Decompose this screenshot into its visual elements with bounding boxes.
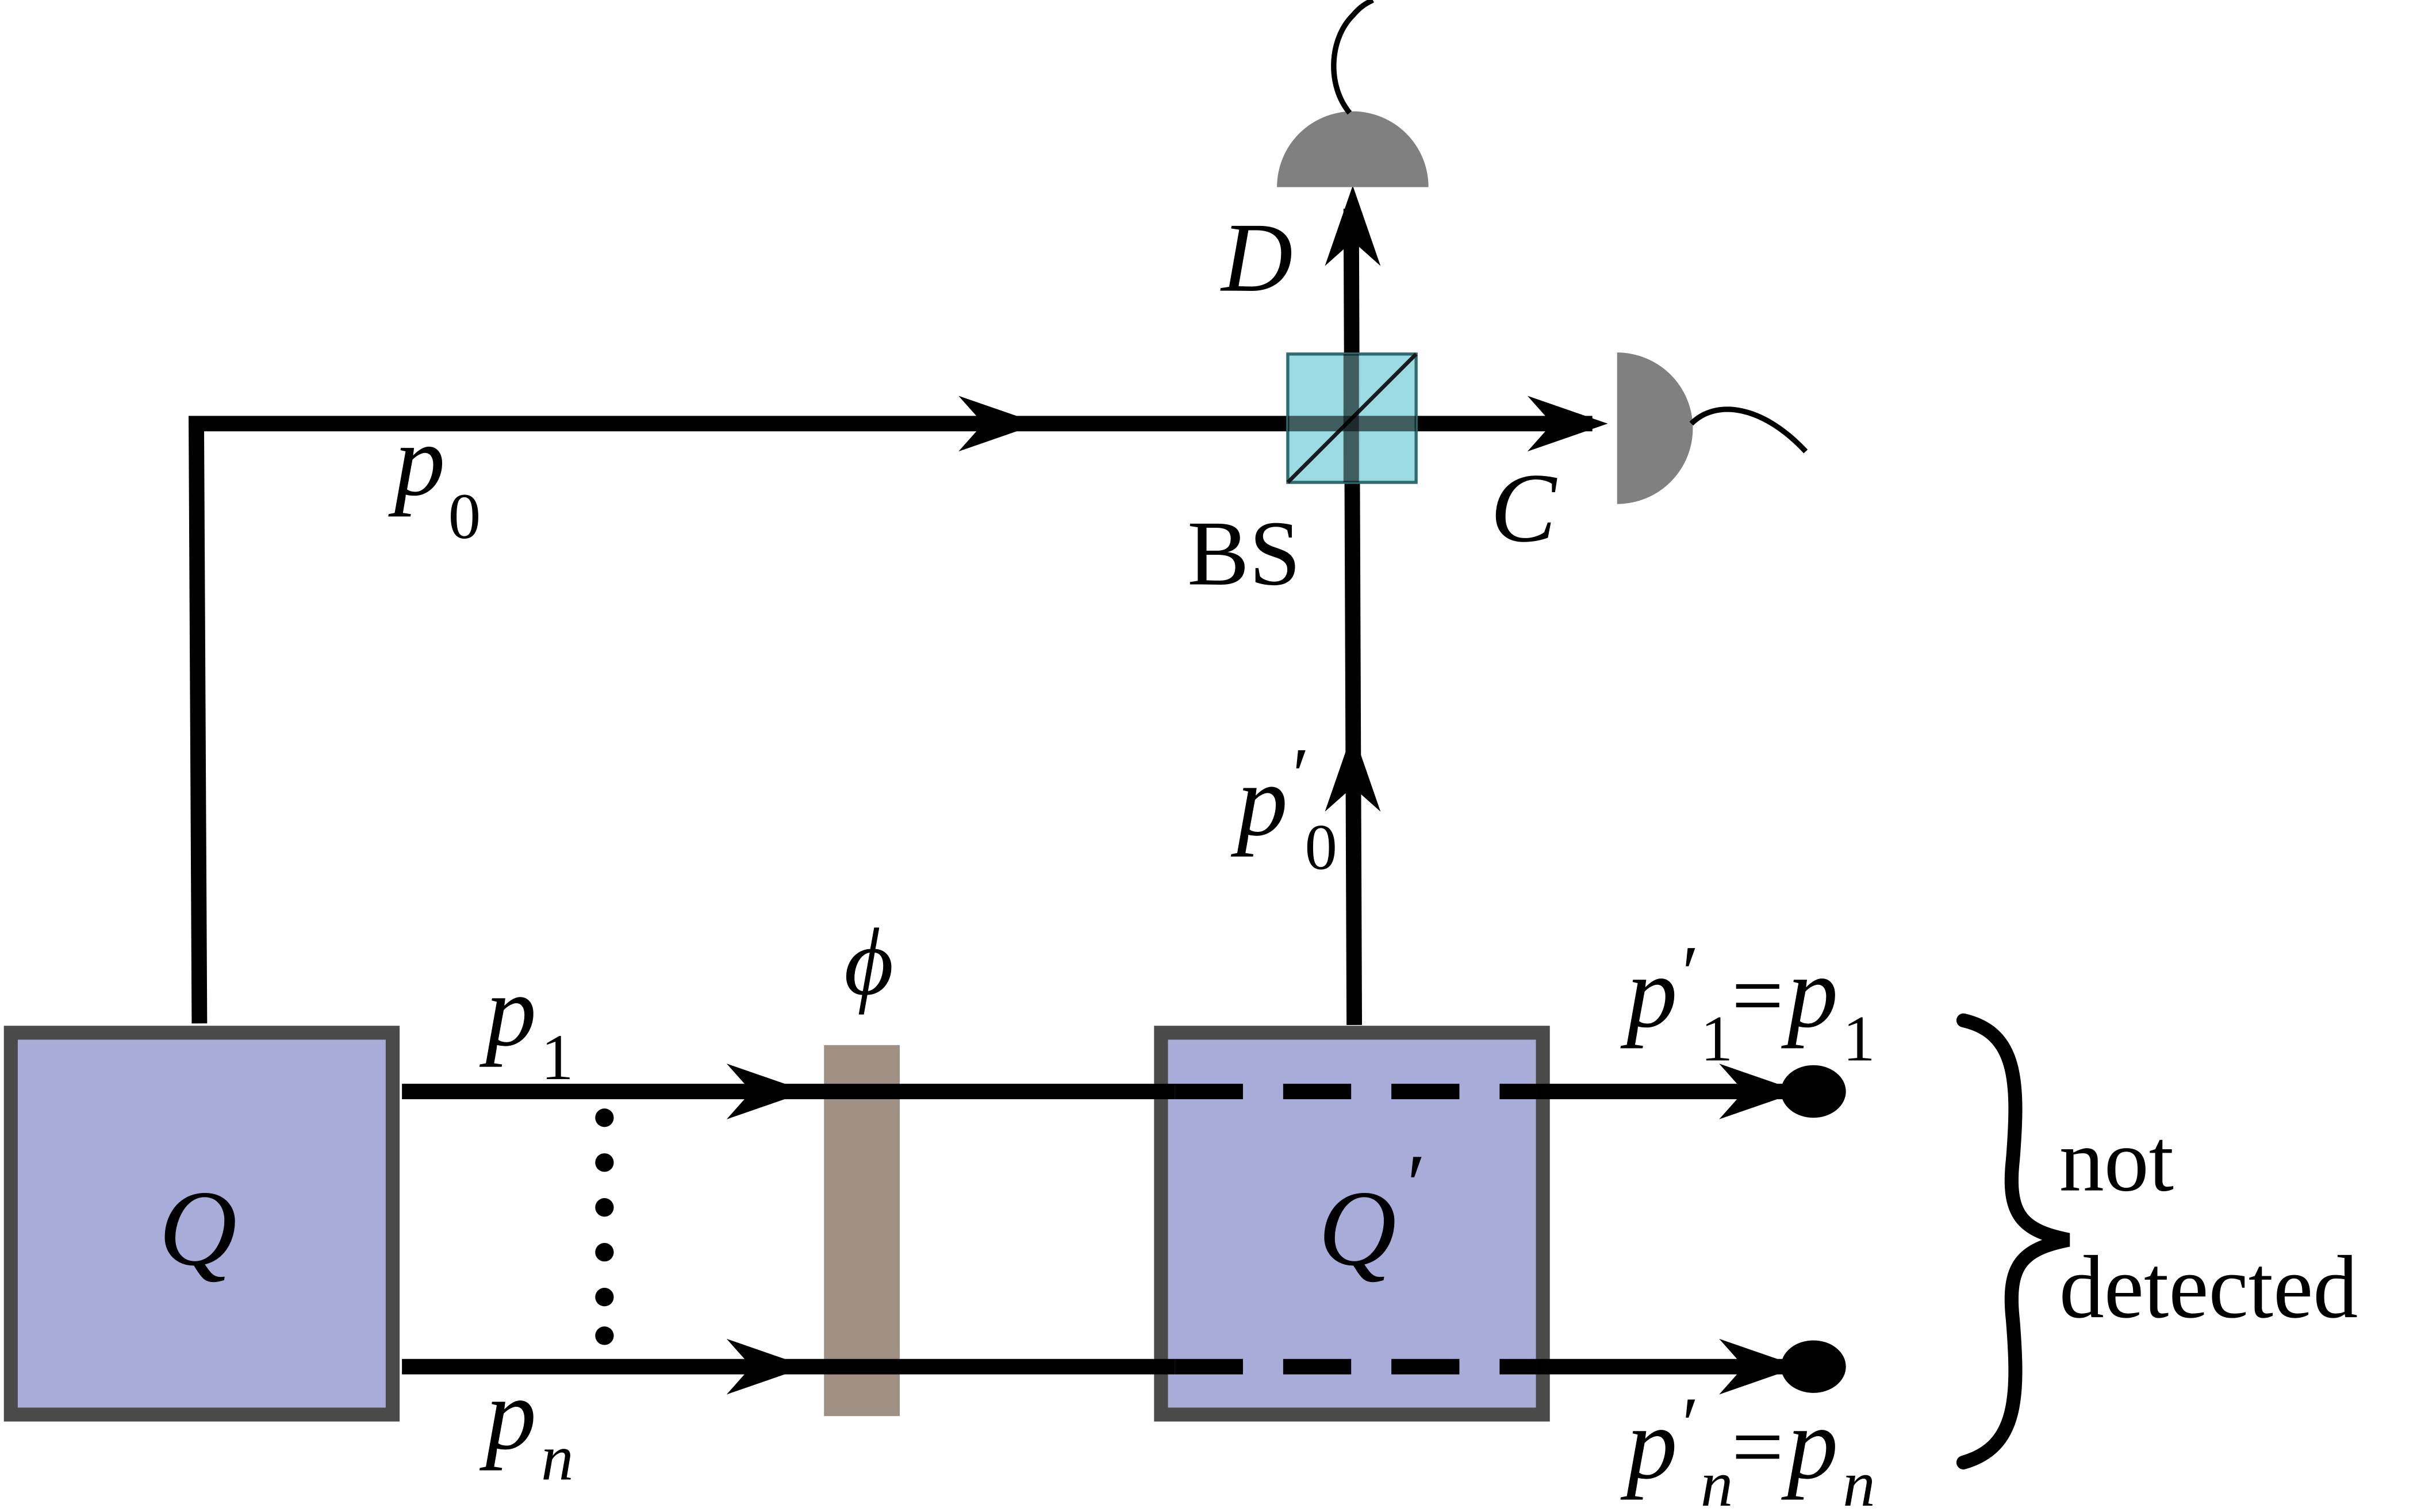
- svg-text:0: 0: [1305, 811, 1337, 883]
- svg-text:p: p: [1620, 1388, 1678, 1501]
- not-detected-brace: [1956, 1013, 2070, 1469]
- arrow-p0: [958, 396, 1039, 452]
- arrow-p0-prime: [1325, 731, 1381, 812]
- label-detected: detected: [2059, 1237, 2358, 1337]
- mode-ellipsis-dots: [595, 1108, 614, 1345]
- arrow-d: [1325, 185, 1381, 266]
- svg-text:0: 0: [448, 481, 481, 552]
- svg-text:p: p: [388, 405, 446, 517]
- svg-text:n: n: [541, 1422, 573, 1494]
- label-p0-prime: p ′ 0: [1230, 732, 1337, 883]
- svg-text:p: p: [1620, 937, 1678, 1049]
- arrow-p1-out: [1719, 1064, 1800, 1119]
- label-d: D: [1220, 204, 1292, 313]
- svg-text:1: 1: [1843, 1003, 1875, 1075]
- label-p0: p 0: [388, 405, 481, 552]
- svg-text:n: n: [1843, 1448, 1875, 1512]
- svg-text:′: ′: [1682, 930, 1699, 1016]
- detector-c: [1617, 352, 1808, 504]
- arrow-pn-in: [726, 1338, 807, 1395]
- svg-text:=: =: [1732, 1395, 1784, 1498]
- arrow-p1-in: [726, 1064, 807, 1119]
- svg-text:p: p: [479, 955, 536, 1068]
- beam-p0: [188, 416, 1593, 1024]
- output-dot-pn: [1781, 1340, 1846, 1393]
- output-dot-p1: [1781, 1065, 1846, 1118]
- svg-text:p: p: [479, 1359, 536, 1471]
- svg-text:′: ′: [1407, 1137, 1426, 1233]
- label-p1: p 1: [479, 955, 573, 1093]
- label-bs: BS: [1187, 502, 1300, 605]
- svg-text:Q: Q: [1318, 1168, 1396, 1288]
- arrow-c: [1527, 396, 1608, 452]
- svg-text:n: n: [1701, 1448, 1733, 1512]
- label-pn: p n: [479, 1359, 573, 1494]
- label-out-p1: p ′ 1 = p 1: [1620, 930, 1875, 1075]
- label-out-pn: p ′ n = p n: [1620, 1381, 1875, 1512]
- svg-text:p: p: [1781, 1388, 1839, 1501]
- label-not: not: [2059, 1111, 2174, 1210]
- detector-d: [1277, 0, 1429, 187]
- label-q: Q: [159, 1168, 237, 1288]
- svg-text:p: p: [1781, 937, 1839, 1049]
- svg-text:′: ′: [1292, 732, 1309, 818]
- svg-text:p: p: [1230, 745, 1288, 857]
- svg-text:1: 1: [1701, 1003, 1733, 1075]
- phase-plate: [824, 1045, 900, 1417]
- svg-text:1: 1: [541, 1022, 573, 1093]
- svg-text:′: ′: [1682, 1381, 1699, 1467]
- label-q-prime: Q ′: [1318, 1137, 1426, 1288]
- label-phase: ϕ: [844, 909, 893, 1015]
- beam-p0-prime: [1343, 209, 1363, 1025]
- label-c: C: [1490, 454, 1557, 563]
- source-box-q: [3, 1026, 400, 1422]
- arrow-pn-out: [1719, 1338, 1800, 1395]
- svg-text:=: =: [1732, 944, 1784, 1047]
